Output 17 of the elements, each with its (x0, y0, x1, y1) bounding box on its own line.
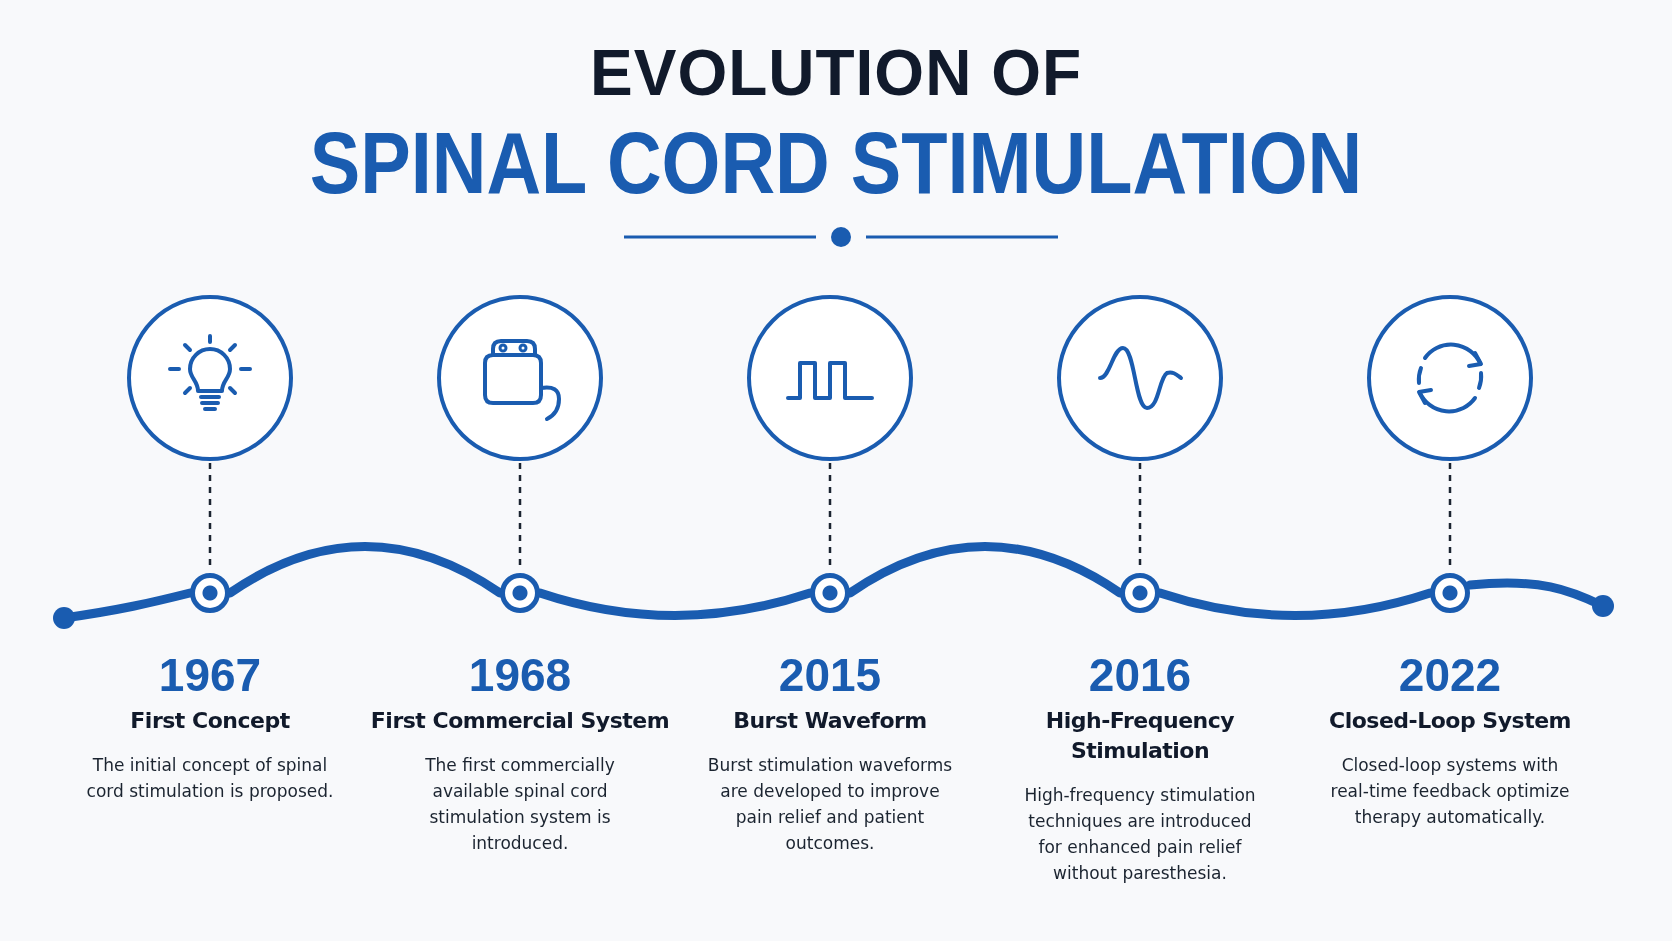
title-line: SPINAL CORD STIMULATION (308, 112, 1364, 214)
milestone-description: The initial concept of spinal cord stimulation is proposed. (85, 754, 335, 803)
milestone-title: Closed-Loop System (1328, 707, 1572, 735)
milestone-description: The first commercially available spinal cord stimulation system is introduced. (424, 754, 616, 855)
milestone-title: First Concept (129, 707, 291, 735)
year-label: 1967 (157, 648, 263, 702)
milestone-description: High-frequency stimulation techniques are introduced for enhanced pain relief without paresthesia. (1023, 784, 1257, 885)
year-label: 1968 (467, 648, 573, 702)
milestone-title: Burst Waveform (732, 707, 928, 735)
year-label: 2022 (1397, 648, 1503, 702)
year-label: 2016 (1087, 648, 1193, 702)
milestone-title: First Commercial System (370, 707, 670, 735)
milestone-description: Closed-loop systems with real-time feedback optimize therapy automatically. (1329, 754, 1571, 829)
milestone-description: Burst stimulation waveforms are developed to improve pain relief and patient outcomes. (706, 754, 954, 855)
milestone-title: High-Frequency Stimulation (1044, 707, 1236, 765)
year-label: 2015 (777, 648, 883, 702)
title-line: EVOLUTION OF (589, 36, 1083, 110)
